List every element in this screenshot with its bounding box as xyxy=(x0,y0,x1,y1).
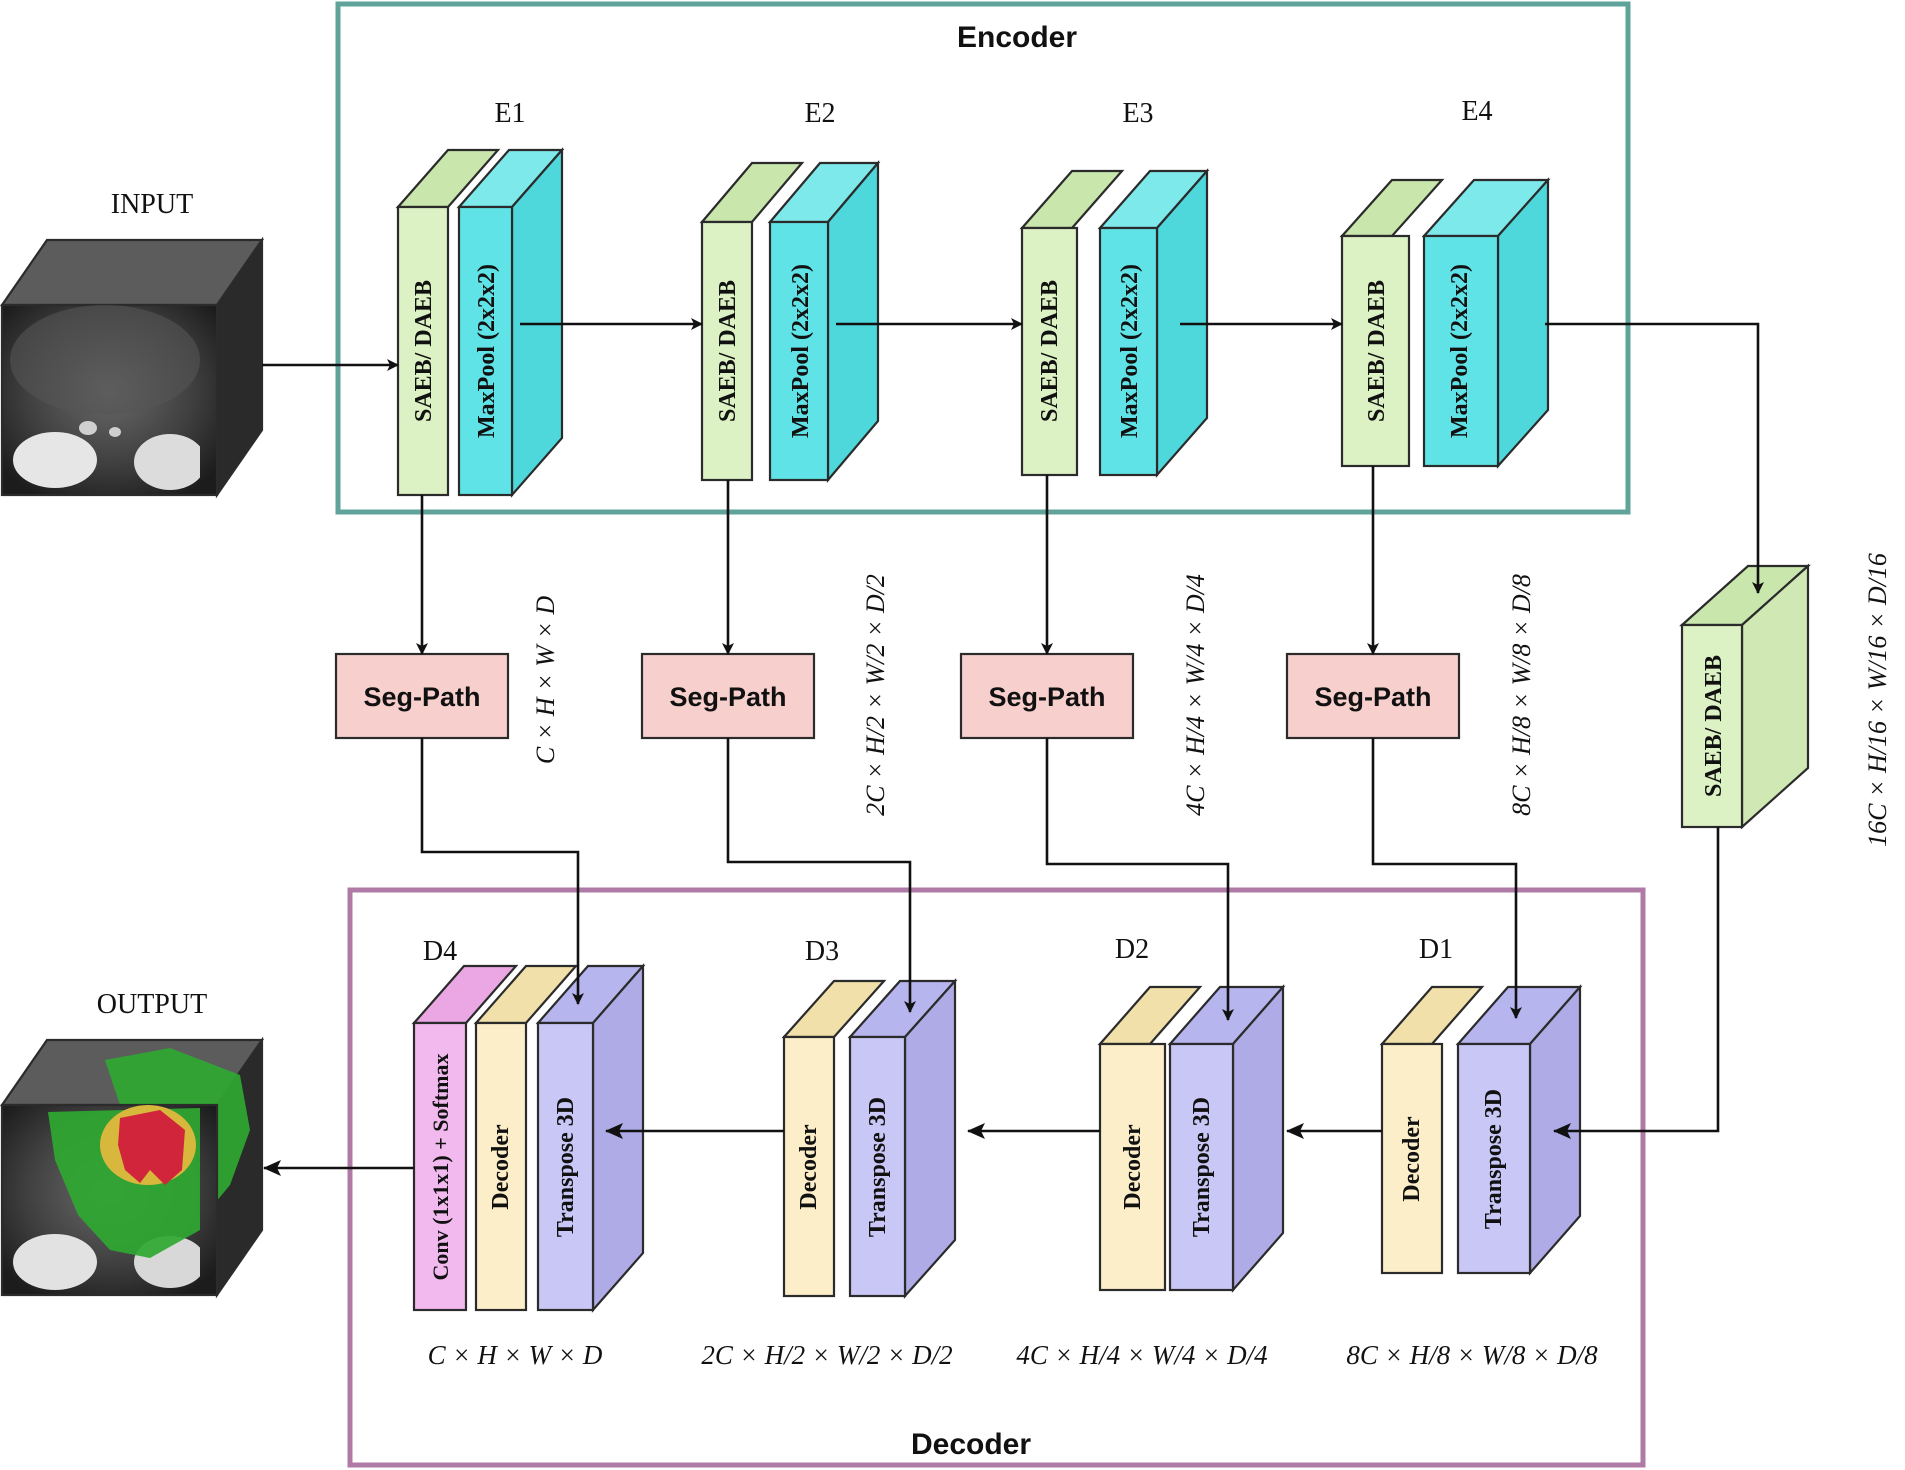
dim-label-d3: 2C × H/2 × W/2 × D/2 xyxy=(701,1340,952,1370)
svg-text:MaxPool (2x2x2): MaxPool (2x2x2) xyxy=(474,264,500,438)
stage-e3: E3 xyxy=(1122,98,1153,129)
e1-saeb-block: SAEB/ DAEB xyxy=(395,148,501,497)
stage-e4: E4 xyxy=(1461,96,1492,127)
dim-label-e4: 8C × H/8 × W/8 × D/8 xyxy=(1507,574,1536,816)
bottleneck-saeb-block: SAEB/ DAEB xyxy=(1679,563,1811,830)
svg-text:Seg-Path: Seg-Path xyxy=(988,682,1105,712)
svg-text:SAEB/ DAEB: SAEB/ DAEB xyxy=(411,280,437,422)
d4-decoder-block: Decoder xyxy=(473,964,579,1312)
svg-text:Decoder: Decoder xyxy=(1399,1116,1425,1202)
svg-text:Seg-Path: Seg-Path xyxy=(1314,682,1431,712)
stage-d2: D2 xyxy=(1115,934,1149,965)
encoder-frame xyxy=(335,1,1631,515)
svg-text:Transpose 3D: Transpose 3D xyxy=(1189,1097,1215,1237)
seg-path-3: Seg-Path xyxy=(959,652,1135,740)
stage-e1: E1 xyxy=(494,98,525,129)
e3-saeb-block: SAEB/ DAEB xyxy=(1019,169,1125,477)
d4-conv-softmax-block: Conv (1x1x1) + Softmax xyxy=(411,964,519,1312)
svg-text:MaxPool (2x2x2): MaxPool (2x2x2) xyxy=(1447,264,1473,438)
decoder-frame xyxy=(347,887,1646,1468)
output-volume xyxy=(0,1036,265,1299)
seg-path-2: Seg-Path xyxy=(640,652,816,740)
svg-text:SAEB/ DAEB: SAEB/ DAEB xyxy=(1364,280,1390,422)
e2-saeb-block: SAEB/ DAEB xyxy=(699,161,805,482)
svg-text:Decoder: Decoder xyxy=(1120,1124,1146,1210)
connector-lines xyxy=(262,318,1764,1176)
dim-label-e2: 2C × H/2 × W/2 × D/2 xyxy=(861,574,890,816)
e1-maxpool-block: MaxPool (2x2x2) xyxy=(456,147,565,498)
svg-text:Transpose 3D: Transpose 3D xyxy=(553,1097,579,1237)
decoder-title: Decoder xyxy=(911,1428,1031,1461)
seg-path-4: Seg-Path xyxy=(1285,652,1461,740)
e4-saeb-block: SAEB/ DAEB xyxy=(1339,178,1445,468)
encoder-title: Encoder xyxy=(957,21,1077,54)
svg-text:SAEB/ DAEB: SAEB/ DAEB xyxy=(1701,655,1727,797)
svg-text:MaxPool (2x2x2): MaxPool (2x2x2) xyxy=(1117,264,1143,438)
input-volume xyxy=(0,236,265,499)
svg-text:Conv (1x1x1) + Softmax: Conv (1x1x1) + Softmax xyxy=(428,1053,453,1280)
d3-decoder-block: Decoder xyxy=(781,979,887,1298)
d4-transpose-block: Transpose 3D xyxy=(535,963,646,1313)
dim-label-bottleneck: 16C × H/16 × W/16 × D/16 xyxy=(1863,553,1892,847)
svg-text:MaxPool (2x2x2): MaxPool (2x2x2) xyxy=(788,264,814,438)
svg-text:Seg-Path: Seg-Path xyxy=(363,682,480,712)
e4-maxpool-block: MaxPool (2x2x2) xyxy=(1421,177,1551,469)
stage-d4: D4 xyxy=(423,936,457,967)
dim-label-d4: C × H × W × D xyxy=(428,1340,603,1370)
d3-transpose-block: Transpose 3D xyxy=(847,978,958,1299)
stage-d1: D1 xyxy=(1419,934,1453,965)
input-label: INPUT xyxy=(111,189,193,220)
svg-text:Seg-Path: Seg-Path xyxy=(669,682,786,712)
svg-text:Transpose 3D: Transpose 3D xyxy=(865,1097,891,1237)
dim-label-e1: C × H × W × D xyxy=(531,596,560,764)
output-label: OUTPUT xyxy=(97,989,207,1020)
d2-transpose-block: Transpose 3D xyxy=(1167,984,1286,1293)
seg-path-1: Seg-Path xyxy=(334,652,510,740)
stage-d3: D3 xyxy=(805,936,839,967)
svg-text:Decoder: Decoder xyxy=(796,1124,822,1210)
e2-maxpool-block: MaxPool (2x2x2) xyxy=(767,160,881,483)
svg-text:Decoder: Decoder xyxy=(488,1124,514,1210)
svg-text:SAEB/ DAEB: SAEB/ DAEB xyxy=(715,280,741,422)
dim-label-e3: 4C × H/4 × W/4 × D/4 xyxy=(1181,574,1210,816)
dim-label-d1: 8C × H/8 × W/8 × D/8 xyxy=(1346,1340,1598,1370)
dim-label-d2: 4C × H/4 × W/4 × D/4 xyxy=(1016,1340,1267,1370)
svg-text:SAEB/ DAEB: SAEB/ DAEB xyxy=(1037,280,1063,422)
svg-text:Transpose 3D: Transpose 3D xyxy=(1481,1089,1507,1229)
d2-decoder-block: Decoder xyxy=(1097,985,1203,1292)
d1-decoder-block: Decoder xyxy=(1379,985,1485,1275)
stage-e2: E2 xyxy=(804,98,835,129)
